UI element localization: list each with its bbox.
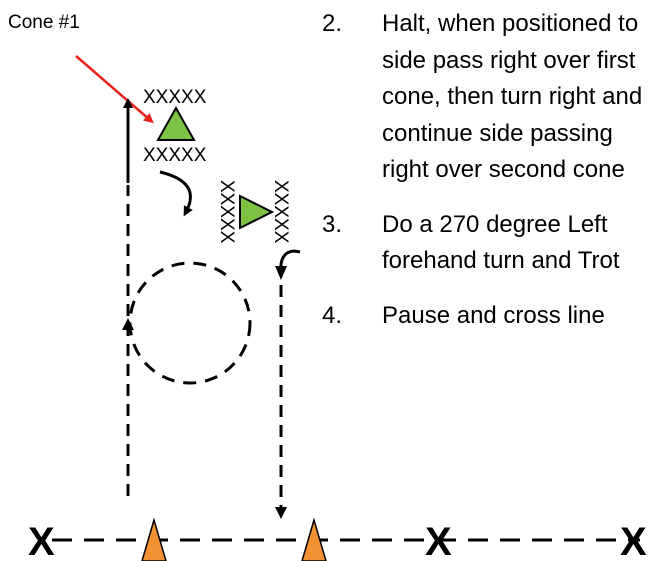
upward-arrow-mid — [122, 318, 134, 330]
line-x-right: X — [620, 520, 647, 561]
cone-label: Cone #1 — [8, 12, 80, 33]
green-cone-1 — [156, 105, 196, 141]
orange-cone-2 — [301, 517, 327, 561]
turn-arrow-curve — [159, 170, 193, 217]
step-2-number: 2. — [322, 10, 343, 37]
downward-arrow-right — [275, 507, 287, 519]
step-4-text: Pause and cross line — [382, 301, 605, 329]
cone1-x-top: XXXXX — [143, 87, 207, 108]
cone2-x-right: XXXXX — [270, 180, 291, 244]
cone-pointer-arrow — [75, 55, 154, 124]
step-2-text: Halt, when positioned to side pass right… — [382, 10, 643, 183]
step-4-number: 4. — [322, 301, 343, 329]
instruction-steps: 2. Halt, when positioned to side pass ri… — [322, 6, 650, 334]
step-3: 3. Do a 270 degree Left forehand turn an… — [322, 207, 650, 280]
step-3-text: Do a 270 degree Left forehand turn and T… — [382, 210, 620, 275]
step-4: 4. Pause and cross line — [322, 298, 650, 335]
cone1-x-bottom: XXXXX — [143, 145, 207, 166]
step-3-number: 3. — [322, 210, 343, 238]
dashed-circle — [128, 261, 252, 385]
cone2-x-left: XXXXX — [216, 180, 237, 244]
orange-cone-1 — [141, 517, 167, 561]
line-x-left: X — [28, 520, 55, 561]
line-x-middle: X — [425, 520, 452, 561]
green-cone-2 — [239, 194, 275, 230]
hook-turn-arrowhead — [275, 266, 287, 280]
step-2: 2. Halt, when positioned to side pass ri… — [322, 6, 650, 189]
